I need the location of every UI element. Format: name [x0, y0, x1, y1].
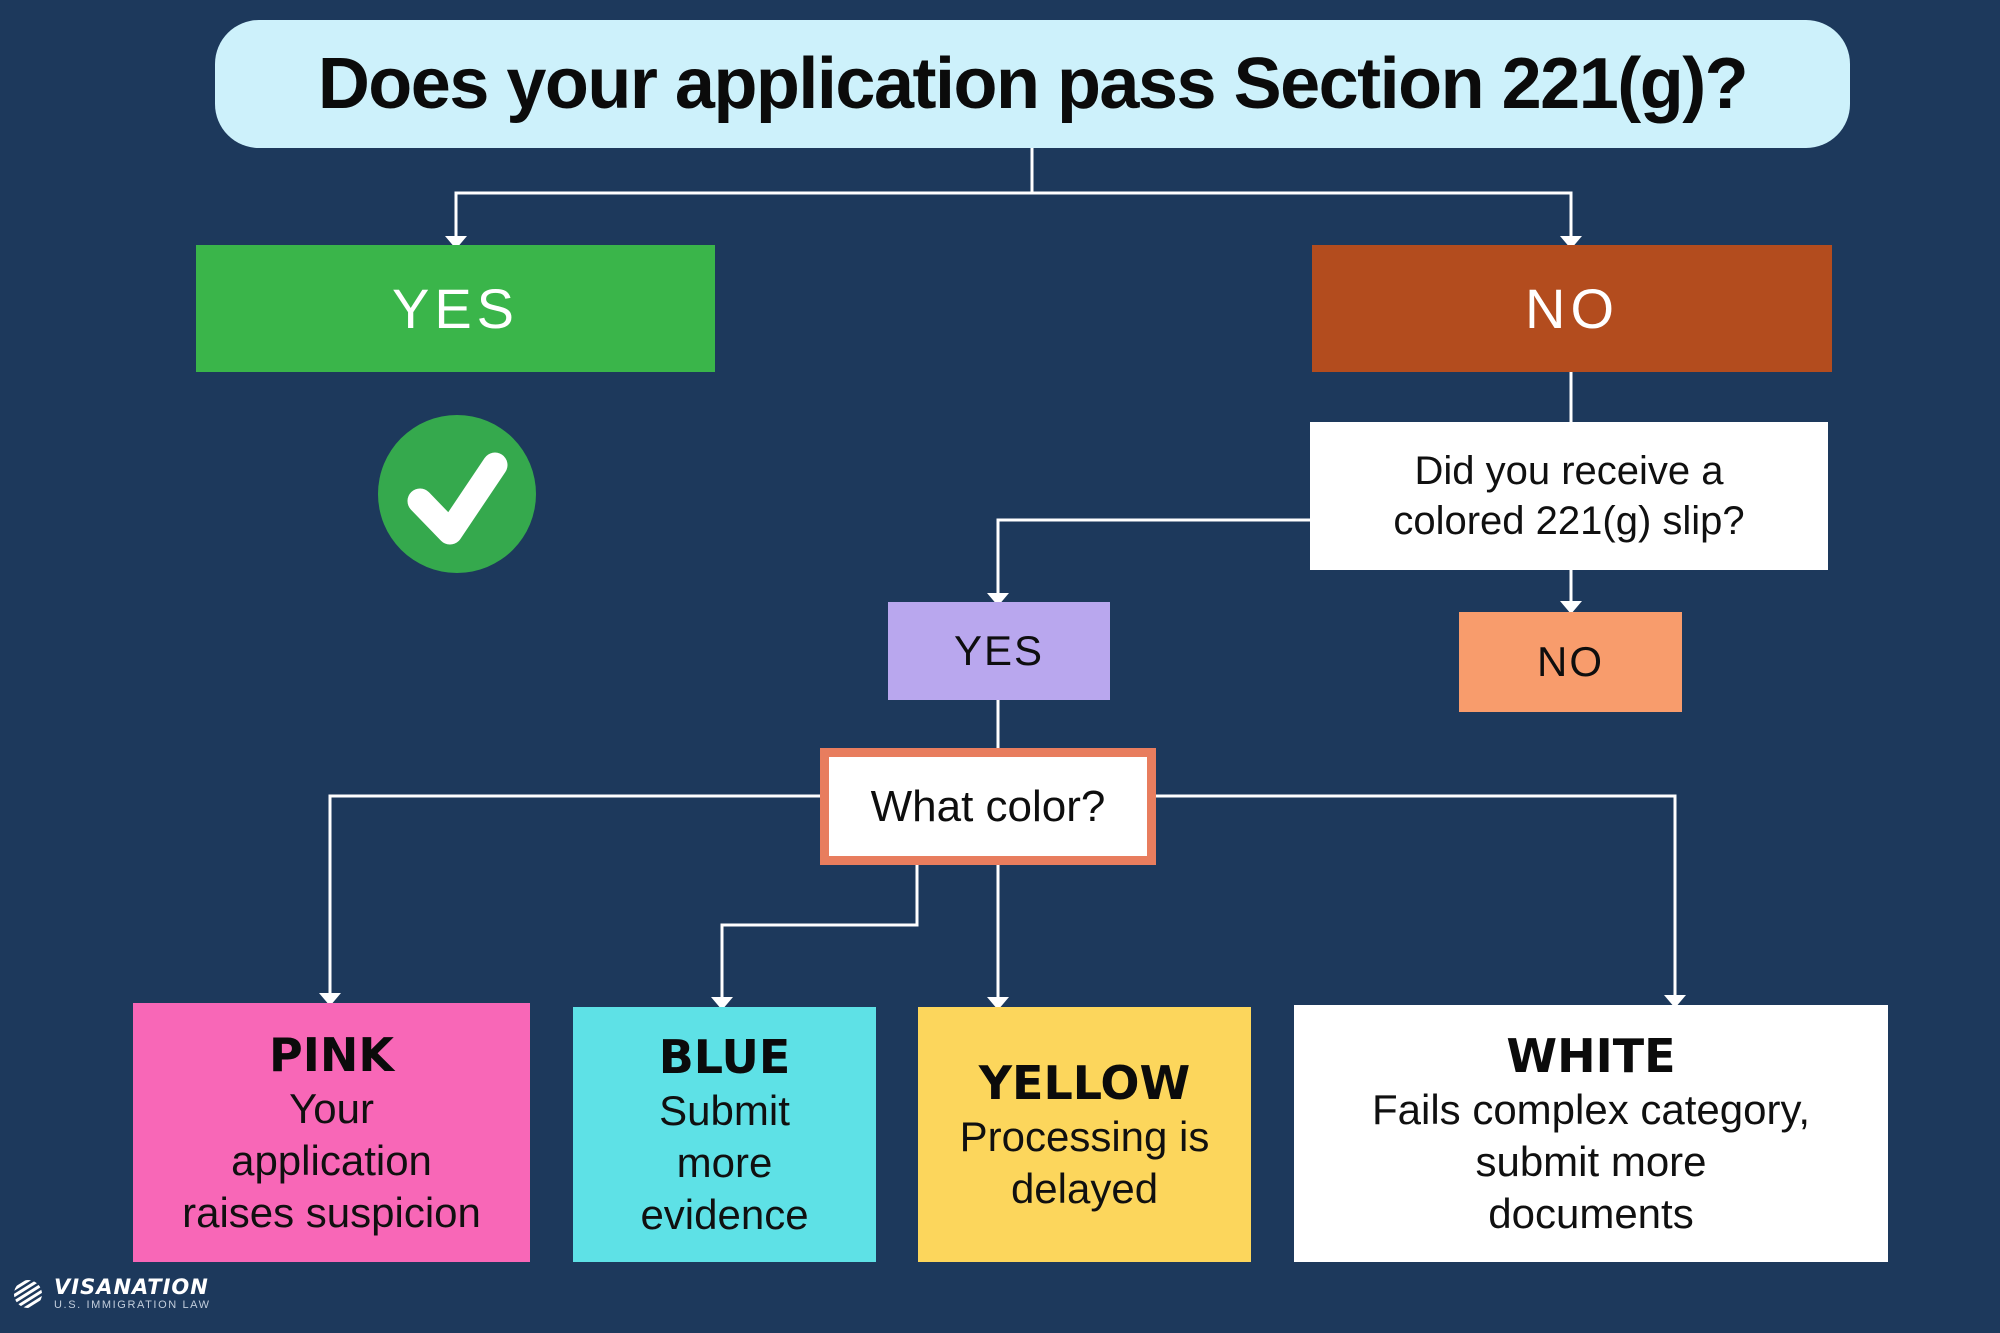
- wire-top-split: [454, 191, 1573, 241]
- visanation-logo: VISANATION U.S. IMMIGRATION LAW: [10, 1276, 211, 1312]
- logo-text: VISANATION U.S. IMMIGRATION LAW: [54, 1276, 211, 1312]
- node-slip-yes-label: YES: [953, 627, 1045, 674]
- outcome-yellow-line-1: Processing is: [959, 1112, 1210, 1160]
- node-yes-main: YES: [196, 245, 715, 372]
- color-question-text: What color?: [870, 781, 1106, 831]
- outcome-pink-label: PINK: [269, 1027, 394, 1082]
- wire-color-to-pink: [328, 794, 820, 997]
- node-outcome-yellow: YELLOW Processing is delayed: [918, 1007, 1251, 1262]
- logo-name: VISANATION: [54, 1275, 209, 1299]
- outcome-yellow-line-2: delayed: [1010, 1164, 1159, 1212]
- page-title: Does your application pass Section 221(g…: [317, 44, 1749, 124]
- outcome-blue-line-3: evidence: [640, 1190, 809, 1238]
- node-color-question: What color?: [820, 748, 1156, 865]
- slip-question-line-1: Did you receive a: [1414, 449, 1724, 493]
- node-slip-yes: YES: [888, 602, 1110, 700]
- outcome-blue-line-2: more: [676, 1138, 773, 1186]
- node-slip-no-label: NO: [1537, 638, 1604, 685]
- node-slip-question: Did you receive a colored 221(g) slip?: [1310, 422, 1828, 570]
- node-no-main: NO: [1312, 245, 1832, 372]
- node-slip-no: NO: [1459, 612, 1682, 712]
- outcome-pink-line-2: application: [231, 1136, 432, 1184]
- node-yes-main-label: YES: [391, 277, 520, 340]
- outcome-blue-label: BLUE: [658, 1029, 791, 1084]
- node-outcome-white: WHITE Fails complex category, submit mor…: [1294, 1005, 1888, 1262]
- visanation-globe-icon: [10, 1276, 46, 1312]
- outcome-white-label: WHITE: [1506, 1028, 1676, 1083]
- outcome-white-line-3: documents: [1488, 1189, 1694, 1237]
- node-no-main-label: NO: [1525, 277, 1619, 340]
- outcome-pink-line-3: raises suspicion: [182, 1188, 481, 1236]
- approved-check: [378, 415, 536, 573]
- outcome-white-line-2: submit more: [1475, 1137, 1707, 1185]
- wire-color-to-blue: [720, 863, 919, 1001]
- outcome-yellow-label: YELLOW: [978, 1055, 1191, 1110]
- check-icon: [378, 415, 536, 573]
- title-banner: Does your application pass Section 221(g…: [215, 20, 1850, 148]
- node-outcome-pink: PINK Your application raises suspicion: [133, 1003, 530, 1262]
- slip-question-text: Did you receive a colored 221(g) slip?: [1393, 446, 1744, 546]
- wire-question-to-slip-yes: [996, 518, 1310, 596]
- outcome-white-line-1: Fails complex category,: [1371, 1085, 1811, 1133]
- wire-color-to-white: [1156, 794, 1677, 999]
- slip-question-line-2: colored 221(g) slip?: [1393, 499, 1745, 543]
- node-outcome-blue: BLUE Submit more evidence: [573, 1007, 876, 1262]
- logo-tagline: U.S. IMMIGRATION LAW: [54, 1299, 211, 1311]
- outcome-blue-line-1: Submit: [659, 1086, 790, 1134]
- outcome-pink-line-1: Your: [289, 1084, 374, 1132]
